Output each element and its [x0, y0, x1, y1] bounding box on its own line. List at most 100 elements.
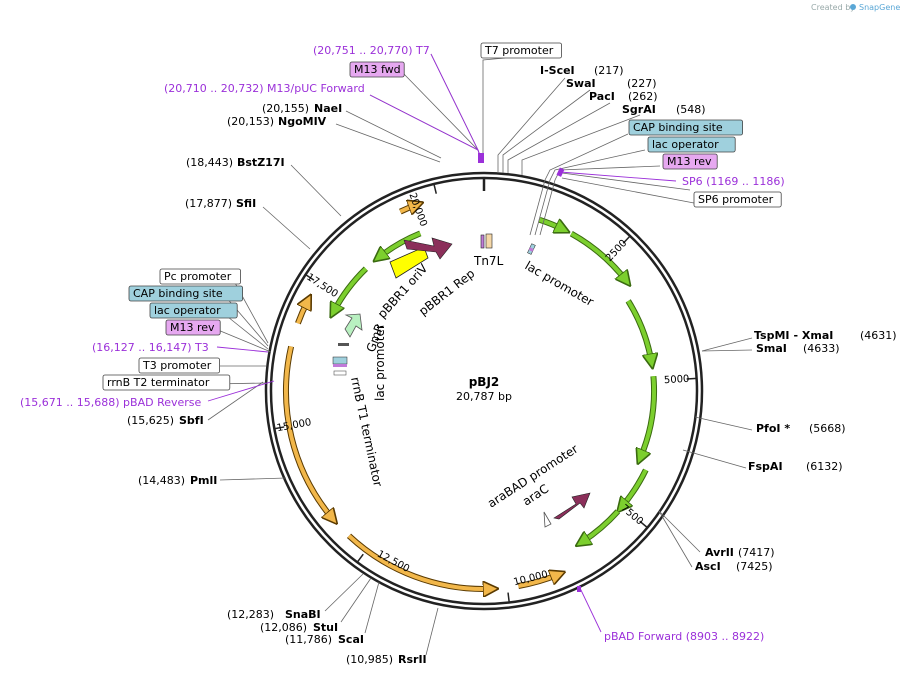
enzyme-label: NaeI [314, 102, 342, 115]
orange-arc-outline [283, 345, 335, 521]
enzyme-label: SgrAI [622, 103, 656, 116]
green-arc [626, 299, 651, 362]
enzyme-label: NgoMIV [278, 115, 327, 128]
tn7l-left-marker [480, 234, 485, 249]
pbad-forward-marker [577, 586, 581, 592]
enzyme-position: (262) [628, 90, 658, 103]
arac-feature [553, 492, 591, 520]
tick-mark [686, 377, 697, 380]
tn7l-label: Tn7L [473, 254, 504, 268]
feature-box-label: lac operator [652, 138, 719, 151]
enzyme-position: (12,283) [227, 608, 274, 621]
enzyme-position: (227) [627, 77, 657, 90]
snapgene-logo-icon [850, 4, 856, 10]
lac-promoter-right-label: lac promoter [523, 258, 597, 309]
green-arc [379, 231, 422, 257]
green-arc [641, 376, 656, 457]
enzyme-position: (14,483) [138, 474, 185, 487]
lac-promoter-left-label: lac promoter [373, 324, 387, 401]
enzyme-label: AvrII [705, 546, 734, 559]
green-arc [538, 217, 563, 229]
enzyme-position: (18,443) [186, 156, 233, 169]
feature-box [480, 42, 562, 59]
enzyme-position: (217) [594, 64, 624, 77]
enzyme-label: PacI [589, 90, 615, 103]
orange-arc [284, 346, 332, 519]
plasmid-name: pBJ2 [469, 375, 500, 389]
plasmid-size: 20,787 bp [456, 390, 512, 403]
primer-label: (15,671 .. 15,688) pBAD Reverse [20, 396, 202, 409]
enzyme-label: I-SceI [540, 64, 575, 77]
feature-box-label: M13 fwd [354, 63, 401, 76]
enzyme-position: (548) [676, 103, 706, 116]
tick-mark [274, 426, 285, 430]
tick-mark [305, 274, 315, 281]
primer-label: (20,710 .. 20,732) M13/pUC Forward [164, 82, 365, 95]
site-labels: I-SceI(217)SwaI(227)PacI(262)SgrAI(548)T… [20, 44, 897, 666]
enzyme-position: (7417) [738, 546, 775, 559]
green-arc [570, 231, 626, 281]
feature-box-label: T7 promoter [484, 44, 554, 57]
feature-box [647, 136, 736, 153]
enzyme-label: PmlI [190, 474, 217, 487]
lac-promoter-right-marker [527, 243, 536, 255]
tick-label: 15,000 [276, 417, 312, 434]
feature-box [149, 302, 238, 319]
primer-label: pBAD Forward (8903 .. 8922) [604, 630, 764, 643]
feature-box-label: rrnB T2 terminator [107, 376, 210, 389]
orange-arc [518, 575, 558, 588]
feature-box [138, 357, 220, 374]
pbbr1-rep-feature [403, 237, 453, 260]
t7-primer-marker [478, 153, 484, 163]
feature-box [662, 153, 718, 170]
enzyme-label: FspAI [748, 460, 783, 473]
orange-arc-outline [346, 533, 492, 592]
enzyme-position: (10,985) [346, 653, 393, 666]
credit-brand: SnapGene [859, 3, 900, 12]
orange-arc [399, 205, 416, 212]
tn7l-feature [485, 233, 493, 249]
enzyme-position: (11,786) [285, 633, 332, 646]
tick-mark [356, 553, 364, 563]
enzyme-position: (20,153) [227, 115, 274, 128]
tick-mark [622, 235, 631, 244]
enzyme-position: (20,155) [262, 102, 309, 115]
green-feature-arcs [334, 216, 656, 542]
feature-box-label: CAP binding site [633, 121, 723, 134]
feature-box [349, 61, 405, 78]
green-arc [334, 267, 368, 312]
tick-label: 17,500 [304, 272, 339, 300]
orange-feature-arcs [283, 205, 558, 592]
enzyme-label: SbfI [179, 414, 204, 427]
enzyme-label: AscI [695, 560, 721, 573]
credit-prefix: Created by [811, 3, 855, 12]
primer-label: (16,127 .. 16,147) T3 [92, 341, 209, 354]
sp6-primer-marker [556, 167, 565, 177]
feature-box-label: M13 rev [667, 155, 712, 168]
enzyme-label: RsrII [398, 653, 427, 666]
tick-mark [507, 592, 510, 603]
primer-label: SP6 (1169 .. 1186) [682, 175, 785, 188]
enzyme-position: (4631) [860, 329, 897, 342]
feature-box-label: M13 rev [170, 321, 215, 334]
tick-mark [639, 520, 648, 529]
enzyme-position: (7425) [736, 560, 773, 573]
enzyme-label: BstZ17I [237, 156, 285, 169]
orange-arc [296, 301, 308, 324]
primer-label: (20,751 .. 20,770) T7 [313, 44, 430, 57]
enzyme-label: StuI [313, 621, 338, 634]
arabad-promoter-feature [543, 511, 552, 528]
feature-box [693, 191, 782, 208]
lac-promoter-left-marker [338, 343, 349, 346]
enzyme-position: (5668) [809, 422, 846, 435]
orange-arc [347, 534, 491, 589]
enzyme-position: (12,086) [260, 621, 307, 634]
enzyme-label: SnaBI [285, 608, 321, 621]
gmr-feature [344, 313, 363, 338]
pbbr1-oriv-feature [389, 246, 429, 279]
enzyme-position: (17,877) [185, 197, 232, 210]
feature-box [165, 319, 221, 336]
feature-box [102, 374, 231, 391]
feature-box [159, 268, 241, 285]
